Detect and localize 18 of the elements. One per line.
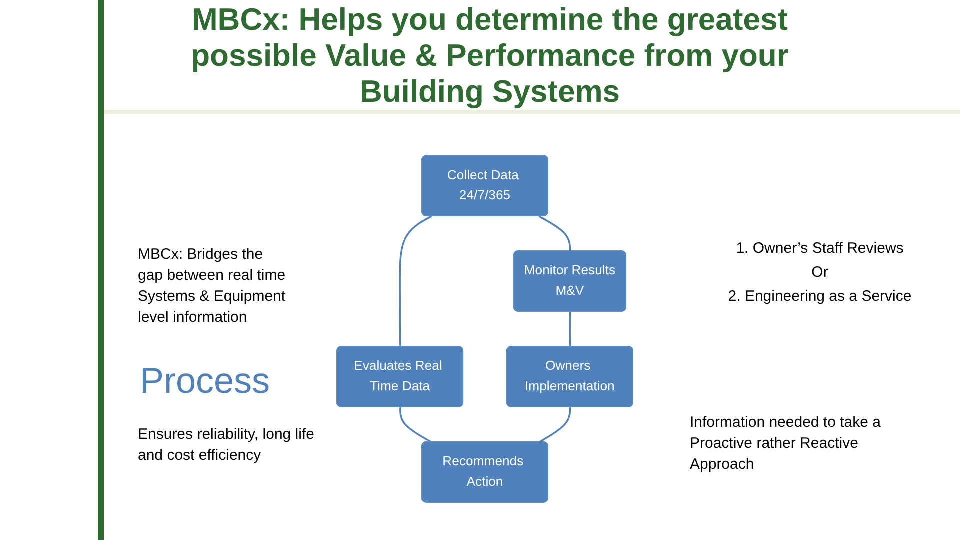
process-box: Collect Data 24/7/365 — [422, 155, 548, 216]
title: MBCx: Helps you determine the greatest possible Value & Performance from your Building Systems — [190, 2, 790, 110]
note-text: 1. Owner’s Staff Reviews — [735, 239, 905, 259]
connector-line — [400, 407, 432, 444]
center-label: Process — [140, 360, 272, 402]
connector-line — [538, 216, 572, 252]
connector-line — [399, 216, 432, 347]
note-text: Ensures reliability, long life and cost efficiency — [138, 425, 316, 466]
process-box: Recommends Action — [422, 442, 548, 503]
note-text: 2. Engineering as a Service — [727, 287, 913, 307]
note-text: Information needed to take a Proactive rather Reactive Approach — [690, 413, 882, 475]
process-box: Monitor Results M&V — [513, 250, 627, 312]
connector-line — [569, 312, 572, 347]
note-text: Or — [810, 263, 830, 283]
note-text: MBCx: Bridges the gap between real time Systems & Equipment level information — [138, 245, 287, 328]
connector-line — [538, 407, 572, 444]
process-box: Evaluates Real Time Data — [336, 346, 464, 408]
process-box: Owners Implementation — [506, 346, 634, 408]
